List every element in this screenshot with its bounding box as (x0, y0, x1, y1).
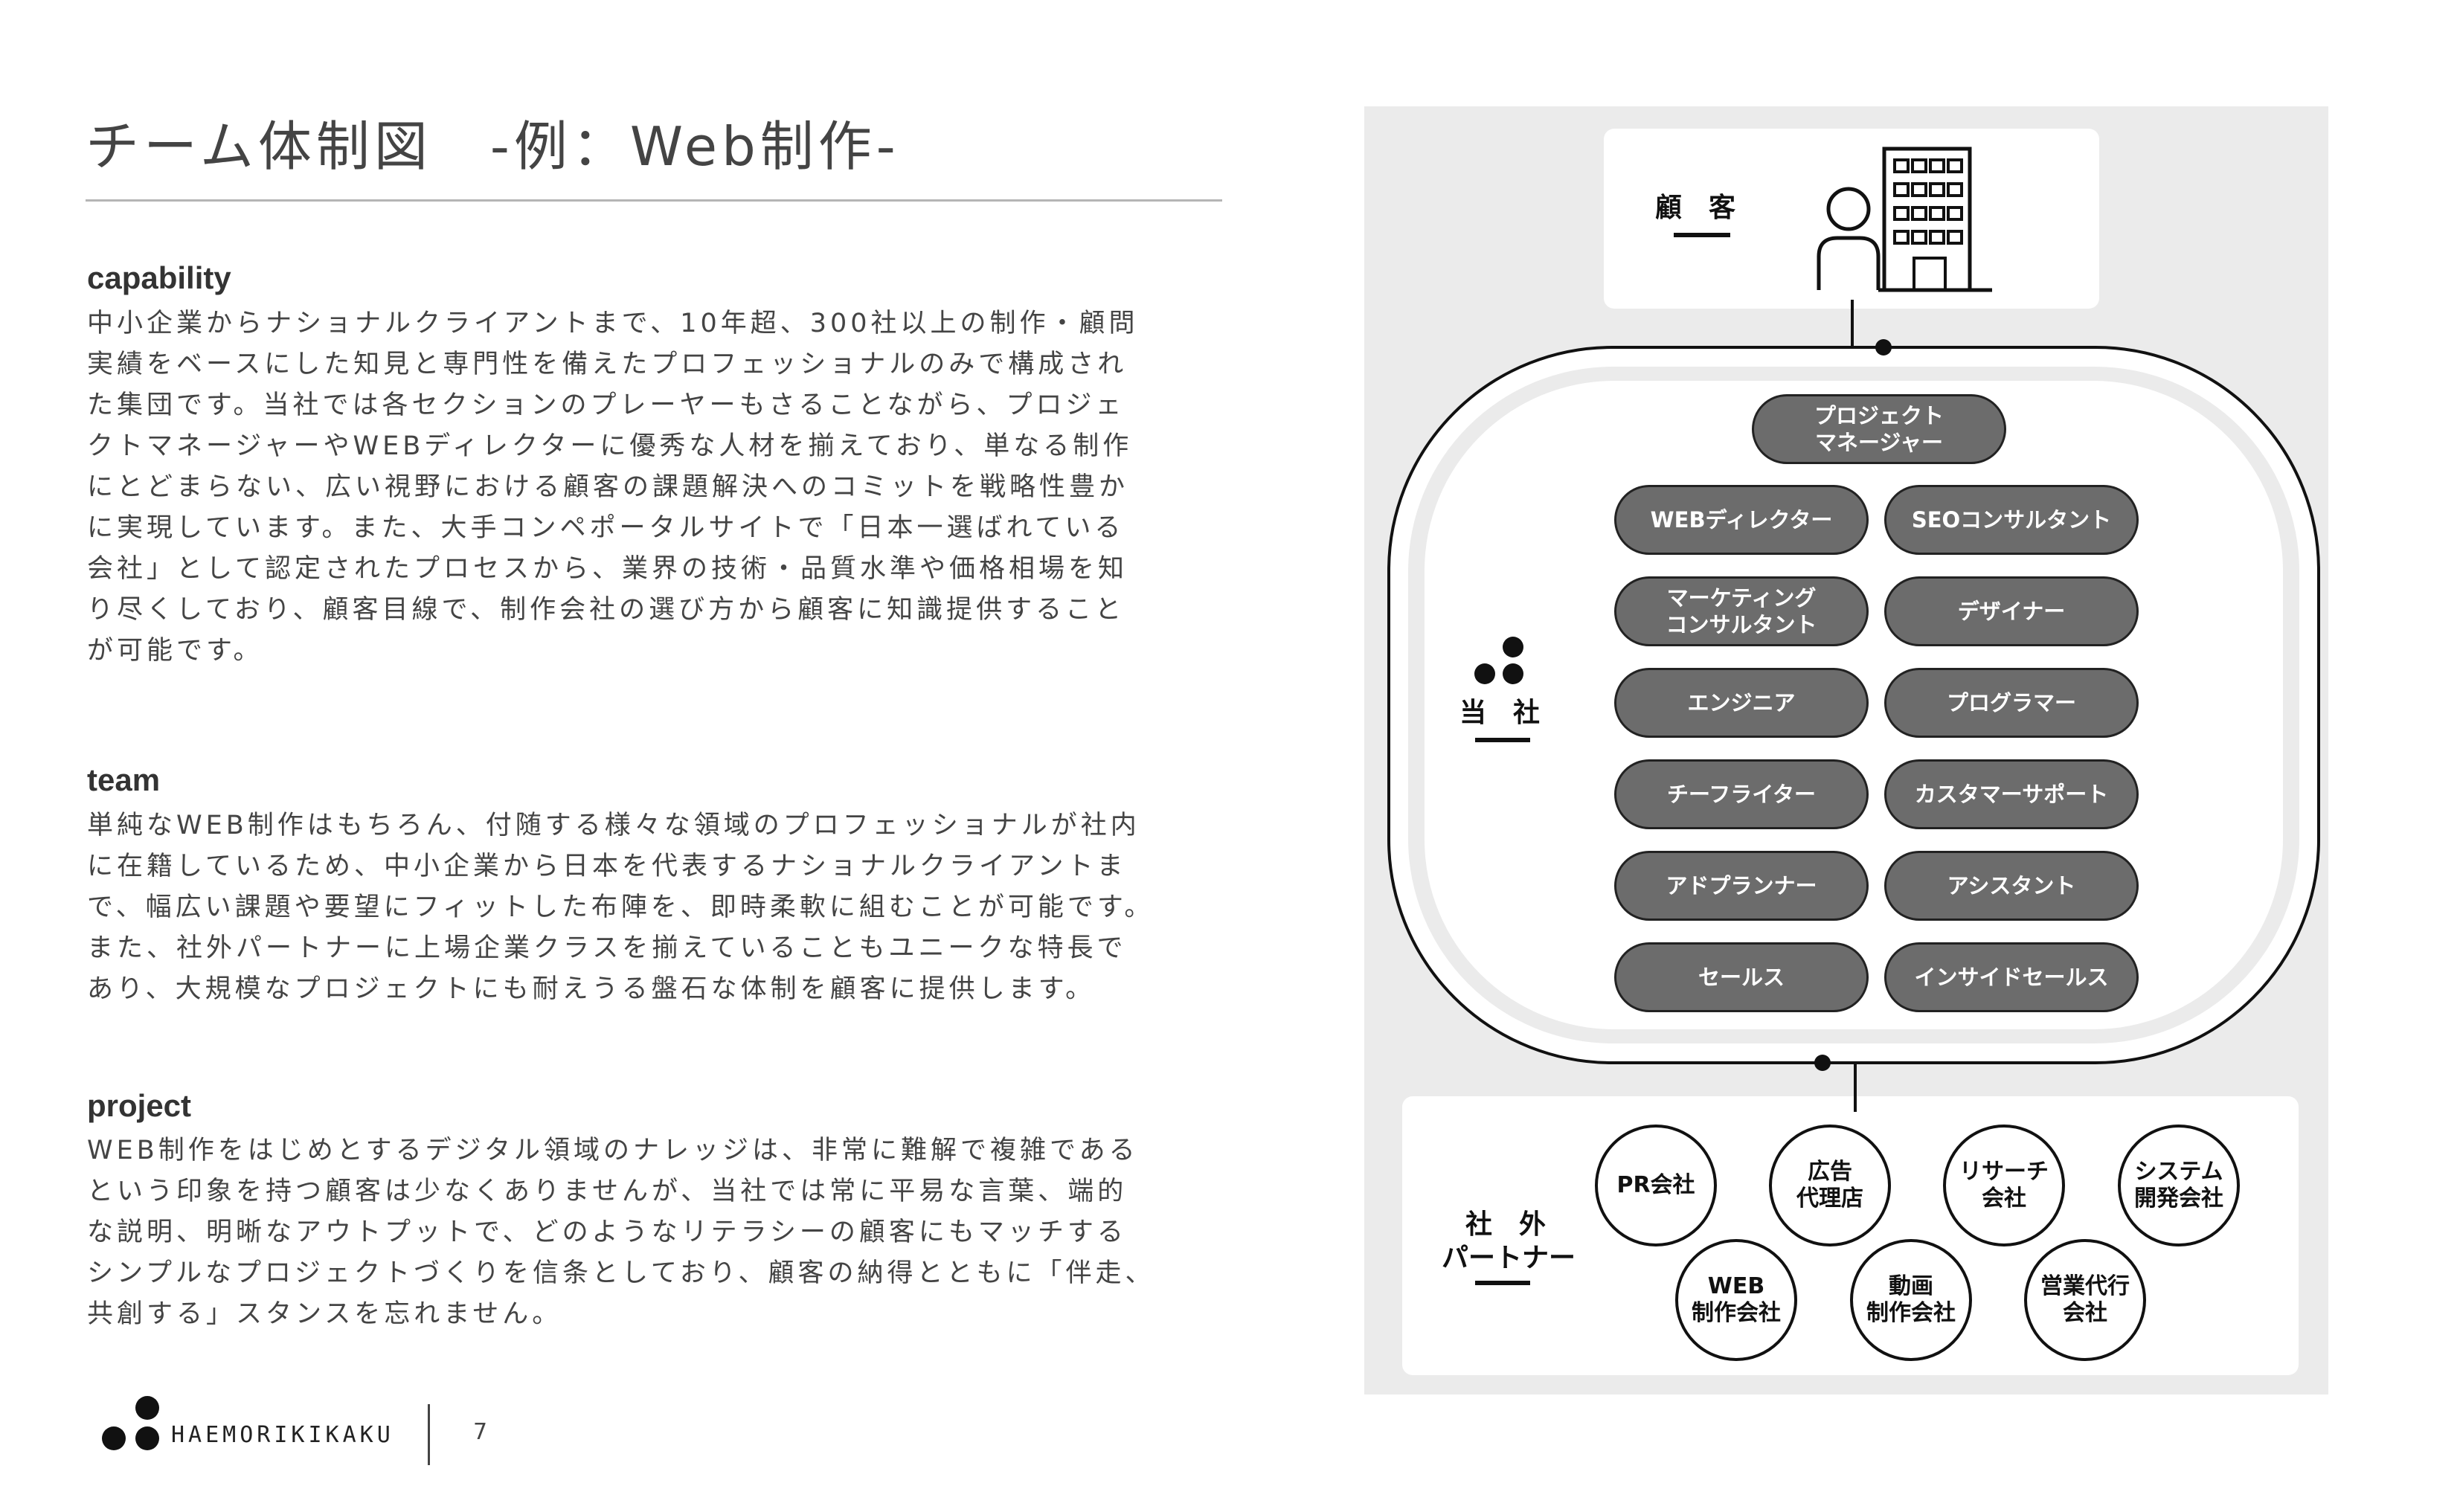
role-project-manager: プロジェクト マネージャー (1752, 394, 2006, 464)
text-line: 中小企業からナショナルクライアントまで、10年超、300社以上の制作・顧問 (87, 309, 1139, 338)
company-label: 当 社 (1459, 698, 1541, 728)
text-line: に在籍しているため、中小企業から日本を代表するナショナルクライアントま (87, 852, 1127, 881)
company-label-underline (1475, 738, 1530, 742)
partner-system-dev-company: システム 開発会社 (2118, 1125, 2240, 1246)
role-web-director: WEBディレクター (1614, 485, 1869, 555)
role-engineer: エンジニア (1614, 668, 1869, 738)
client-person-building-icon (1817, 147, 1992, 292)
text-line: シンプルなプロジェクトづくりを信条としており、顧客の納得とともに「伴走、 (87, 1258, 1155, 1288)
partner-label-underline (1475, 1281, 1530, 1285)
partner-pr-company: PR会社 (1595, 1125, 1717, 1246)
text-line: で、幅広い課題や要望にフィットした布陣を、即時柔軟に組むことが可能です。 (87, 892, 1154, 922)
text-line: が可能です。 (87, 636, 263, 666)
client-label-underline (1674, 233, 1730, 237)
partner-ad-agency: 広告 代理店 (1769, 1125, 1891, 1246)
text-line: り尽くしており、顧客目線で、制作会社の選び方から顧客に知識提供すること (87, 595, 1125, 625)
text-line: 共創する」スタンスを忘れません。 (87, 1299, 562, 1329)
role-programmer: プログラマー (1884, 668, 2139, 738)
partner-web-production: WEB 制作会社 (1675, 1239, 1797, 1361)
role-inside-sales: インサイドセールス (1884, 942, 2139, 1012)
text-line: WEB制作をはじめとするデジタル領域のナレッジは、非常に難解で複雑である (87, 1136, 1139, 1165)
section-body-team: 単純なWEB制作はもちろん、付随する様々な領域のプロフェッショナルが社内 に在籍… (87, 805, 1233, 1010)
text-line: 実績をベースにした知見と専門性を備えたプロフェッショナルのみで構成され (87, 350, 1128, 379)
text-line: また、社外パートナーに上場企業クラスを揃えていることもユニークな特長で (87, 933, 1127, 963)
text-line: 単純なWEB制作はもちろん、付随する様々な領域のプロフェッショナルが社内 (87, 811, 1140, 840)
text-line: な説明、明晰なアウトプットで、どのようなリテラシーの顧客にもマッチする (87, 1217, 1127, 1247)
page-title: チーム体制図 -例：Web制作- (86, 115, 900, 178)
text-line: クトマネージャーやWEBディレクターに優秀な人材を揃えており、単なる制作 (87, 431, 1133, 461)
role-ad-planner: アドプランナー (1614, 851, 1869, 921)
role-assistant: アシスタント (1884, 851, 2139, 921)
text-line: 会社」として認定されたプロセスから、業界の技術・品質水準や価格相場を知 (87, 554, 1128, 584)
title-divider (86, 199, 1222, 202)
client-box (1604, 129, 2099, 309)
connector-dot-top (1875, 339, 1892, 356)
section-heading-team: team (87, 762, 161, 797)
brand-name: HAEMORIKIKAKU (171, 1422, 394, 1448)
role-seo-consultant: SEOコンサルタント (1884, 485, 2139, 555)
brand-logo-icon (102, 1396, 159, 1450)
client-label: 顧 客 (1655, 193, 1736, 223)
text-line: にとどまらない、広い視野における顧客の課題解決へのコミットを戦略性豊か (87, 472, 1129, 502)
section-body-capability: 中小企業からナショナルクライアントまで、10年超、300社以上の制作・顧問 実績… (87, 303, 1233, 672)
role-marketing-consultant: マーケティング コンサルタント (1614, 576, 1869, 646)
role-chief-writer: チーフライター (1614, 759, 1869, 829)
section-body-project: WEB制作をはじめとするデジタル領域のナレッジは、非常に難解で複雑である という… (87, 1130, 1233, 1335)
page-number: 7 (473, 1419, 488, 1445)
text-line: た集団です。当社では各セクションのプレーヤーもさることながら、プロジェ (87, 390, 1125, 420)
section-heading-project: project (87, 1088, 192, 1123)
section-heading-capability: capability (87, 260, 231, 295)
company-logo-icon (1474, 637, 1523, 684)
text-line: という印象を持つ顧客は少なくありませんが、当社では常に平易な言葉、端的 (87, 1177, 1128, 1206)
partner-label-line1: 社 外 (1465, 1209, 1547, 1240)
text-line: あり、大規模なプロジェクトにも耐えうる盤石な体制を顧客に提供します。 (87, 974, 1096, 1004)
role-customer-support: カスタマーサポート (1884, 759, 2139, 829)
partner-sales-agency: 営業代行 会社 (2024, 1239, 2146, 1361)
footer-divider (428, 1404, 430, 1465)
role-sales: セールス (1614, 942, 1869, 1012)
text-line: に実現しています。また、大手コンペポータルサイトで「日本一選ばれている (87, 513, 1125, 543)
partner-research-company: リサーチ 会社 (1943, 1125, 2065, 1246)
role-designer: デザイナー (1884, 576, 2139, 646)
partner-label-line2: パートナー (1442, 1243, 1576, 1273)
partner-video-production: 動画 制作会社 (1850, 1239, 1972, 1361)
connector-dot-bottom (1814, 1055, 1831, 1071)
